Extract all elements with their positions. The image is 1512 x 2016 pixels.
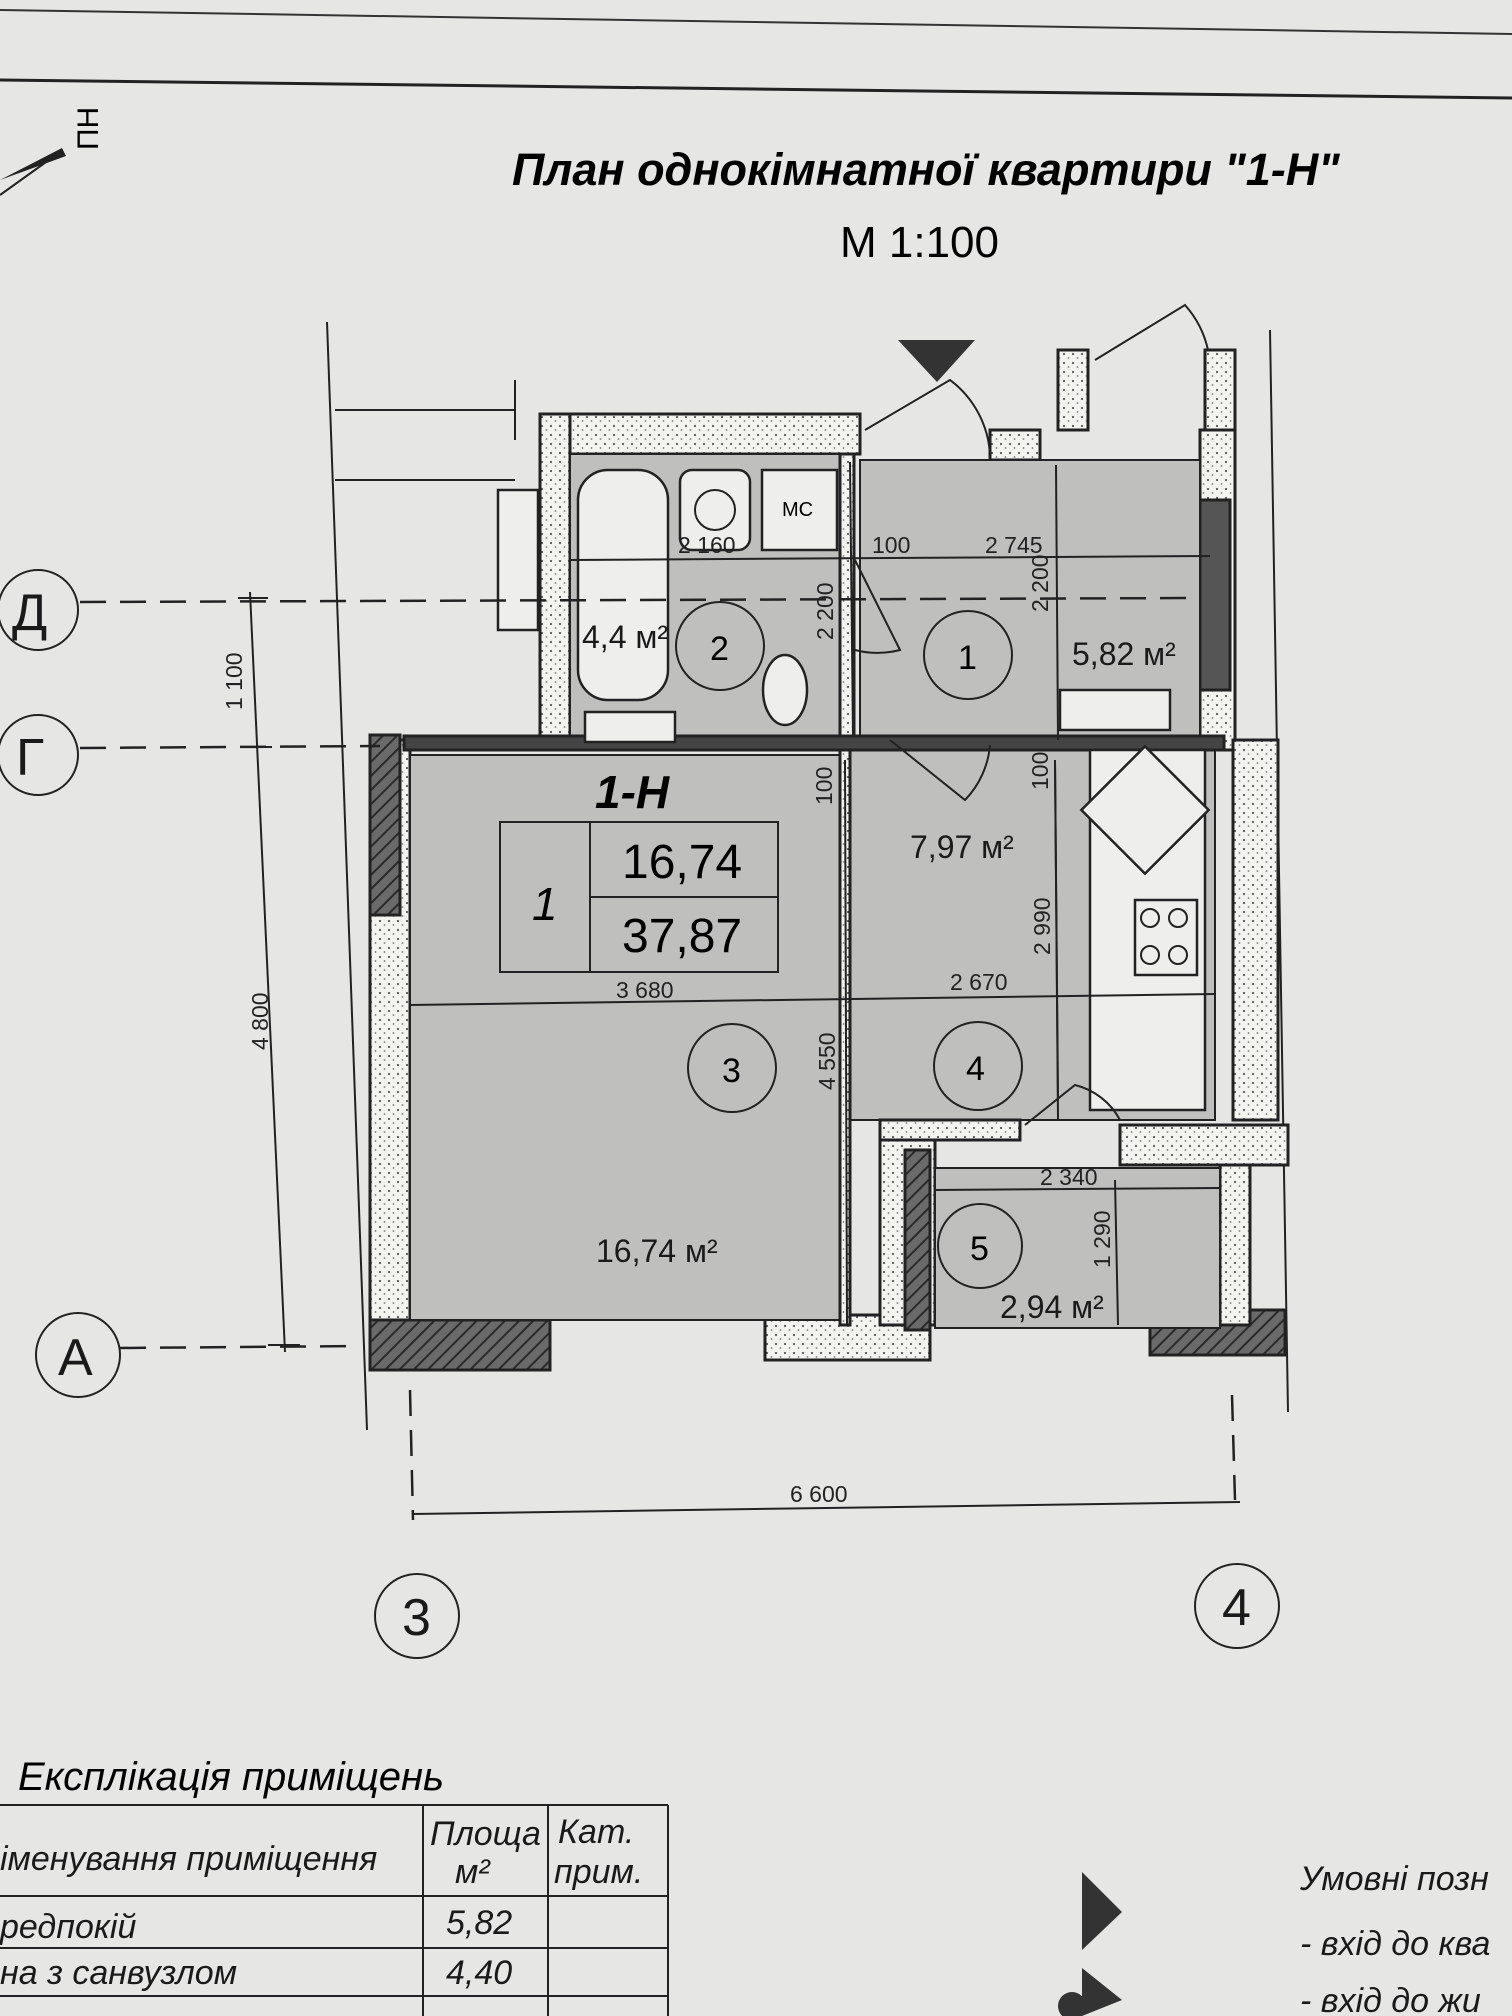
wc-label: МС xyxy=(782,499,813,521)
room-1-area: 5,82 м² xyxy=(1072,636,1176,672)
explication-col-area: Площа xyxy=(430,1815,541,1853)
room-2-number: 2 xyxy=(710,630,729,668)
sheet-frame xyxy=(0,9,1512,100)
explication-row-1-name: редпокій xyxy=(0,1908,136,1946)
axis-grid xyxy=(79,596,1237,1521)
room-4-number: 4 xyxy=(966,1050,985,1088)
room-1-number: 1 xyxy=(958,639,977,677)
dim-1290: 1 290 xyxy=(1089,1210,1115,1268)
explication-row-2-area: 4,40 xyxy=(446,1954,512,1992)
rooms xyxy=(409,453,1221,1329)
dim-100-b: 100 xyxy=(811,767,837,805)
dim-2200-a: 2 200 xyxy=(812,582,838,640)
axis-label-4: 4 xyxy=(1222,1579,1251,1637)
dim-2160: 2 160 xyxy=(678,532,736,558)
dim-100-a: 100 xyxy=(872,532,910,558)
apartment-rooms-count: 1 xyxy=(532,878,558,930)
dim-6600: 6 600 xyxy=(790,1481,848,1507)
kitchen-fixtures xyxy=(1058,688,1211,1112)
door-swings xyxy=(854,303,1209,1126)
wc-cistern-icon xyxy=(760,468,839,552)
dim-4800: 4 800 xyxy=(247,992,273,1050)
room-labels: 2 4,4 м² 1 5,82 м² 3 16,74 м² 4 7,97 м² … xyxy=(582,601,1176,1325)
dim-2200-b: 2 200 xyxy=(1027,554,1053,612)
axis-label-a: А xyxy=(58,1329,93,1387)
dim-3680: 3 680 xyxy=(616,977,674,1003)
room-5-number: 5 xyxy=(970,1230,989,1268)
explication-row-1-area: 5,82 xyxy=(446,1904,512,1942)
room-4-area: 7,97 м² xyxy=(910,829,1014,865)
sink-icon xyxy=(678,468,752,552)
explication-col-cat-2: прим. xyxy=(554,1853,643,1891)
legend-apartment-entry-icon xyxy=(1082,1872,1122,1950)
room-3-area: 16,74 м² xyxy=(596,1233,718,1269)
legend-living-entry-icon xyxy=(1082,1968,1122,2016)
axis-label-d: Д xyxy=(12,584,47,642)
dim-1100: 1 100 xyxy=(221,652,247,710)
room-5-area: 2,94 м² xyxy=(1000,1289,1104,1325)
corner-sink-icon xyxy=(1079,744,1211,876)
explication: Експлікація приміщень іменування приміще… xyxy=(0,1755,669,2016)
plan-title: План однокімнатної квартири "1-Н" xyxy=(512,144,1340,195)
entrance-marker-icon xyxy=(898,340,975,382)
dimension-lines xyxy=(238,461,1241,1515)
dimension-labels: 2 160 100 2 745 2 200 2 200 1 100 100 10… xyxy=(221,532,1115,1507)
north-arrow: ПН xyxy=(0,107,105,196)
explication-col-area-unit: м² xyxy=(455,1853,491,1891)
room-3-number: 3 xyxy=(722,1052,741,1090)
axis-label-g: Г xyxy=(16,729,44,787)
explication-col-cat-1: Кат. xyxy=(558,1813,634,1851)
apartment-living-area: 16,74 xyxy=(622,836,742,889)
dim-2340: 2 340 xyxy=(1040,1164,1098,1190)
north-label: ПН xyxy=(72,107,105,150)
apartment-total-area: 37,87 xyxy=(622,910,742,963)
apartment-code: 1-Н xyxy=(595,766,670,818)
legend-heading: Умовні позн xyxy=(1299,1860,1489,1898)
legend-item-2: - вхід до жи xyxy=(1300,1982,1481,2016)
axis-markers: Д Г А 3 4 xyxy=(0,569,1280,1659)
toilet-icon xyxy=(761,653,809,727)
dim-2745: 2 745 xyxy=(985,532,1043,558)
dim-2670: 2 670 xyxy=(950,969,1008,995)
legend-item-1: - вхід до ква xyxy=(1300,1925,1490,1963)
bathroom-fixtures: МС xyxy=(496,468,839,744)
room-storage xyxy=(934,1167,1221,1329)
explication-heading: Експлікація приміщень xyxy=(18,1755,444,1799)
legend: Умовні позн - вхід до ква - вхід до жи xyxy=(1058,1860,1490,2016)
dim-4550: 4 550 xyxy=(814,1032,840,1090)
plan-scale: М 1:100 xyxy=(840,218,999,267)
apartment-info: 1-Н 1 16,74 37,87 xyxy=(499,766,779,973)
dim-2990: 2 990 xyxy=(1029,897,1055,955)
room-2-area: 4,4 м² xyxy=(582,619,668,655)
room-living xyxy=(409,754,841,1321)
dim-100-c: 100 xyxy=(1027,752,1053,790)
explication-row-2-name: на з санвузлом xyxy=(0,1954,237,1992)
explication-col-name: іменування приміщення xyxy=(0,1840,377,1878)
axis-label-3: 3 xyxy=(402,1589,431,1647)
bathtub-icon xyxy=(576,468,670,702)
